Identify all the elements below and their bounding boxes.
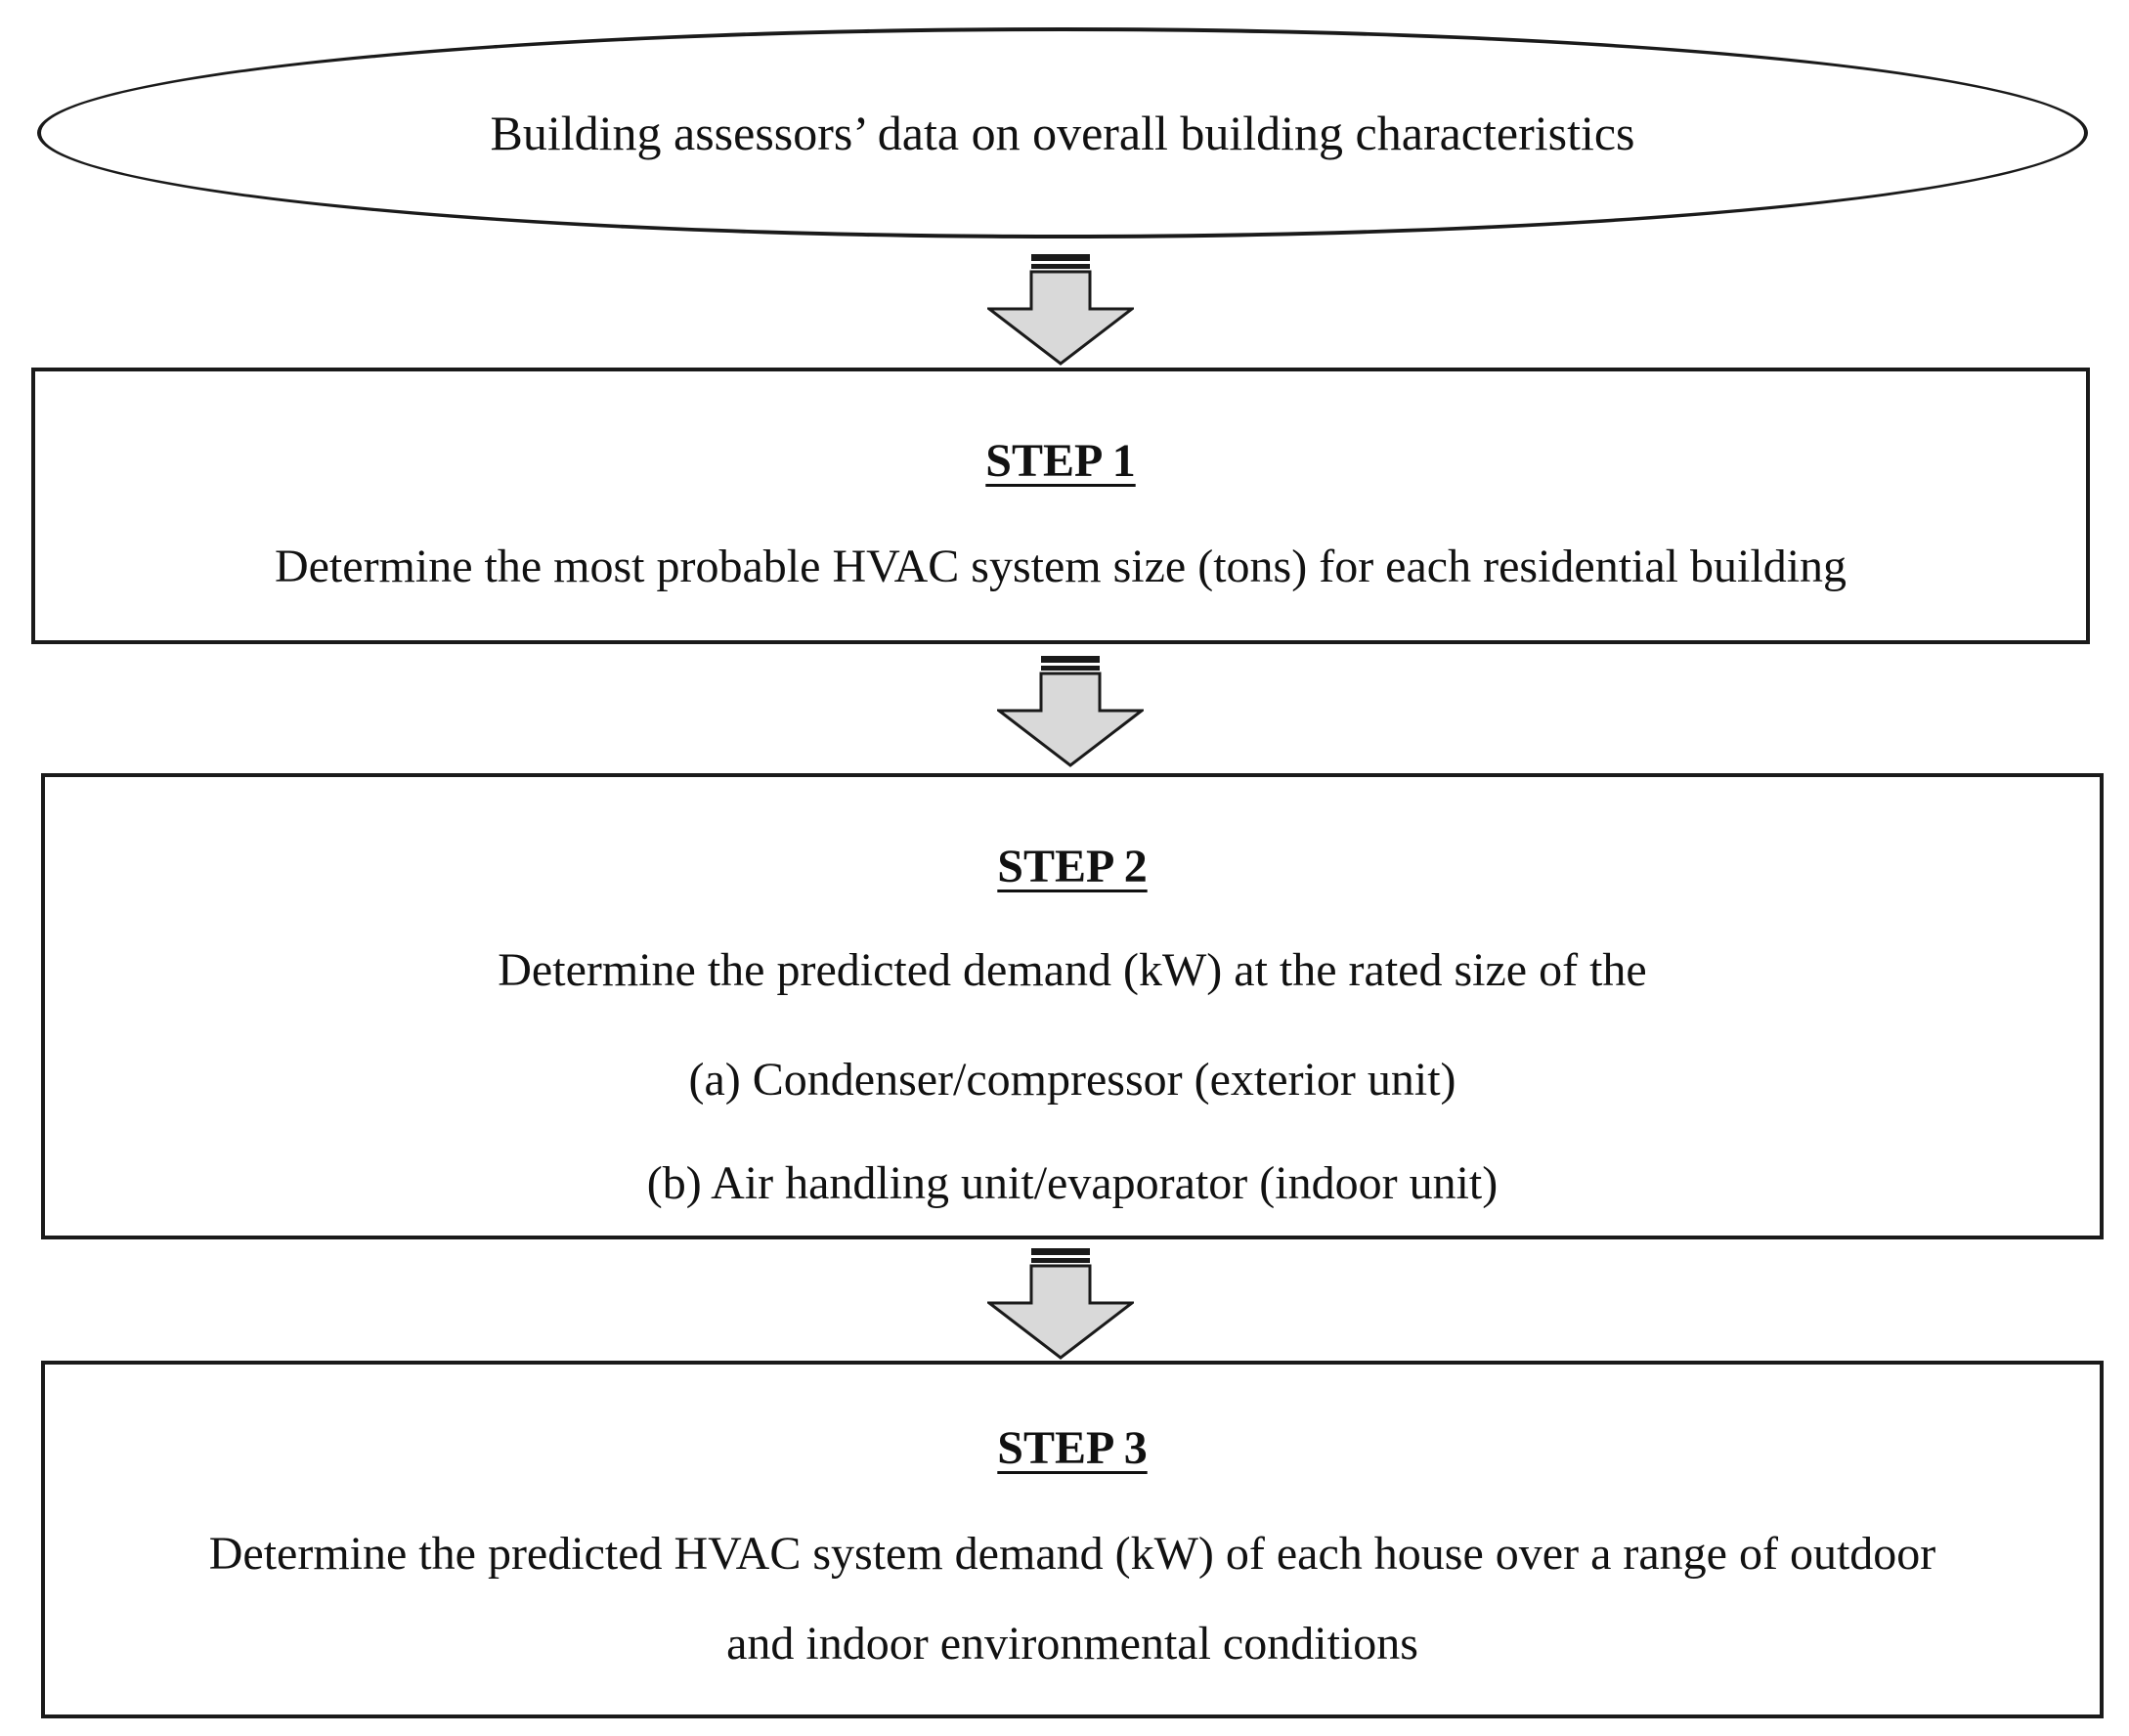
step-3-description-line-1: Determine the predicted HVAC system dema…	[208, 1528, 1936, 1580]
step-3-box: STEP 3 Determine the predicted HVAC syst…	[41, 1361, 2104, 1718]
down-arrow-icon	[987, 1248, 1134, 1360]
step-2-description: Determine the predicted demand (kW) at t…	[498, 944, 1647, 996]
step-2-item-b: (b) Air handling unit/evaporator (indoor…	[646, 1157, 1499, 1209]
step-2-box: STEP 2 Determine the predicted demand (k…	[41, 773, 2104, 1239]
step-1-box: STEP 1 Determine the most probable HVAC …	[31, 368, 2090, 644]
input-data-ellipse: Building assessors’ data on overall buil…	[37, 27, 2088, 239]
step-2-title: STEP 2	[997, 841, 1148, 892]
step-3-title: STEP 3	[997, 1422, 1148, 1474]
down-arrow-icon	[987, 254, 1134, 366]
step-2-item-a: (a) Condenser/compressor (exterior unit)	[688, 1054, 1456, 1106]
step-1-description: Determine the most probable HVAC system …	[274, 541, 1847, 592]
down-arrow-icon	[997, 656, 1144, 767]
step-1-title: STEP 1	[985, 435, 1136, 487]
step-3-description-line-2: and indoor environmental conditions	[726, 1618, 1418, 1670]
input-data-label: Building assessors’ data on overall buil…	[490, 106, 1635, 160]
